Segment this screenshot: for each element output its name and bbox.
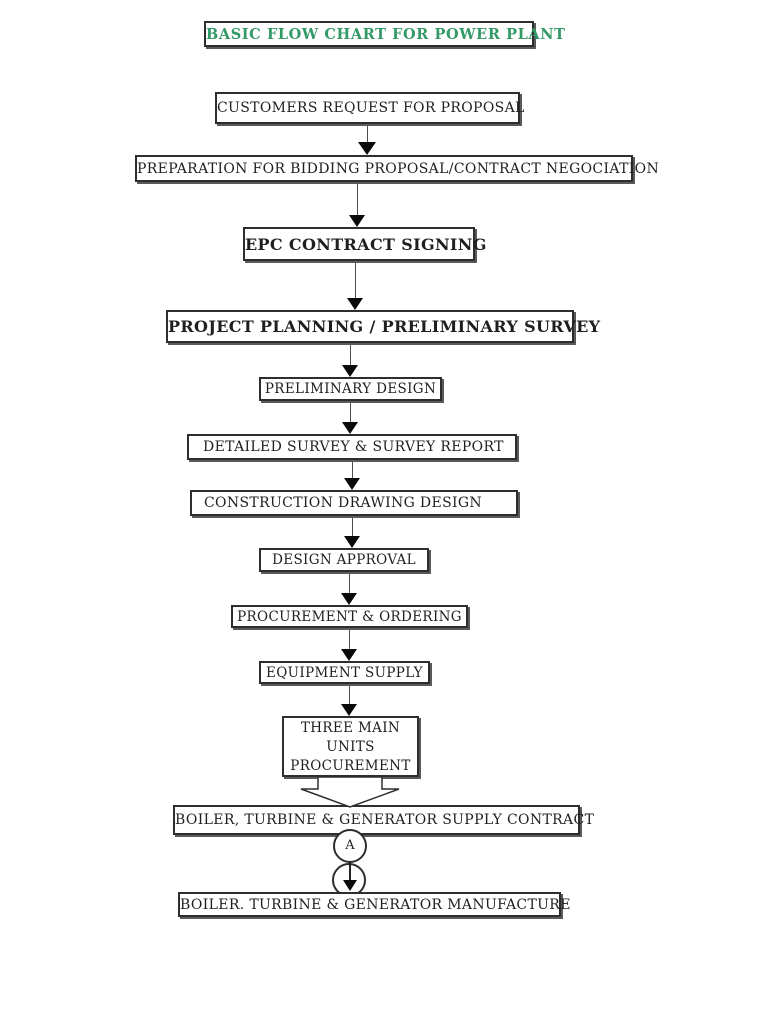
flow-arrow-line — [349, 628, 350, 651]
flow-arrow-line — [352, 460, 353, 480]
flow-node-three-main-units-procurement: THREE MAIN UNITS PROCUREMENT — [282, 716, 419, 777]
flow-arrow-line — [349, 572, 350, 595]
down-arrow-icon — [342, 365, 358, 377]
down-arrow-icon — [349, 215, 365, 227]
connector-circle-a: A — [333, 829, 367, 863]
node-label-line: UNITS — [326, 739, 375, 755]
flow-node-customers-request: CUSTOMERS REQUEST FOR PROPOSAL — [215, 92, 524, 124]
flow-node-btg-manufacture: BOILER. TURBINE & GENERATOR MANUFACTURE — [178, 892, 570, 917]
flow-node-construction-drawing-design: CONSTRUCTION DRAWING DESIGN — [190, 490, 518, 516]
flow-arrow-line — [367, 124, 368, 145]
flow-arrow-line — [355, 261, 356, 300]
down-arrow-icon — [342, 422, 358, 434]
flow-node-design-approval: DESIGN APPROVAL — [259, 548, 429, 572]
flow-arrow-line — [357, 182, 358, 217]
chart-title: BASIC FLOW CHART FOR POWER PLANT — [204, 21, 565, 47]
block-down-arrow-icon — [300, 776, 400, 808]
flow-node-epc-contract-signing: EPC CONTRACT SIGNING — [243, 227, 486, 261]
flow-arrow-line — [349, 684, 350, 706]
node-label-line: PROCUREMENT — [290, 758, 411, 774]
flow-node-btg-supply-contract: BOILER, TURBINE & GENERATOR SUPPLY CONTR… — [173, 805, 594, 835]
down-arrow-icon — [347, 298, 363, 310]
flow-node-procurement-ordering: PROCUREMENT & ORDERING — [231, 605, 468, 628]
flow-arrow-line — [350, 401, 351, 424]
flow-node-preliminary-design: PRELIMINARY DESIGN — [259, 377, 442, 401]
down-arrow-icon — [344, 478, 360, 490]
down-arrow-icon — [344, 536, 360, 548]
flow-arrow-line — [349, 861, 351, 881]
flow-arrow-line — [352, 516, 353, 538]
flow-arrow-line — [350, 343, 351, 367]
flow-node-preparation-bidding: PREPARATION FOR BIDDING PROPOSAL/CONTRAC… — [135, 155, 659, 182]
down-arrow-icon — [358, 142, 376, 155]
flow-node-project-planning: PROJECT PLANNING / PRELIMINARY SURVEY — [166, 310, 600, 343]
down-arrow-icon — [341, 593, 357, 605]
down-arrow-icon — [341, 649, 357, 661]
down-arrow-icon — [343, 880, 357, 891]
flow-node-equipment-supply: EQUIPMENT SUPPLY — [259, 661, 430, 684]
down-arrow-icon — [341, 704, 357, 716]
flow-node-detailed-survey: DETAILED SURVEY & SURVEY REPORT — [187, 434, 517, 460]
node-label-line: THREE MAIN — [300, 720, 401, 736]
